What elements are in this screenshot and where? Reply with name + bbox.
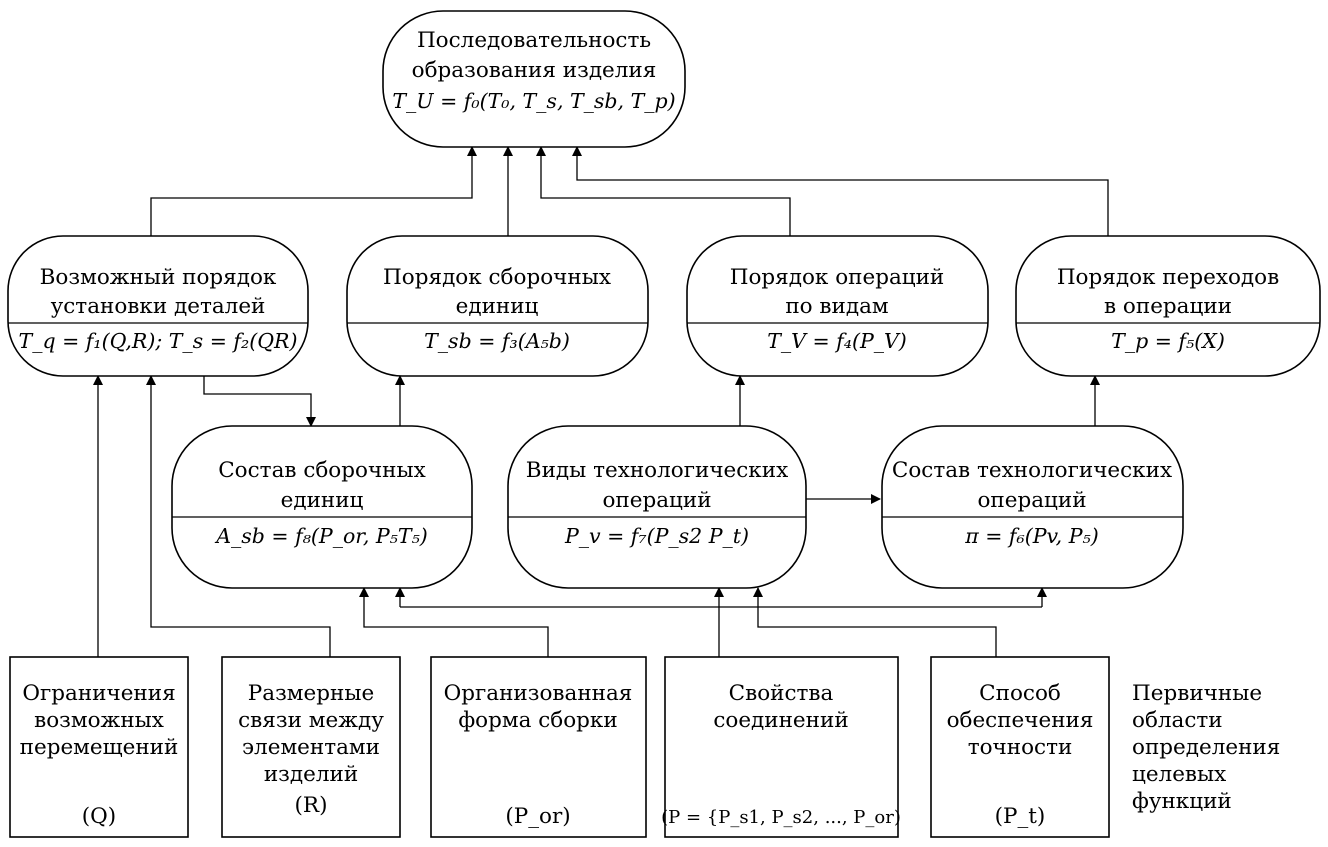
node-assembly-units-order-line-1: Порядок сборочных <box>383 265 611 290</box>
node-transitions-order: Порядок переходов в операции T_p = f₅(X) <box>1015 235 1321 377</box>
node-installation-order: Возможный порядок установки деталей T_q … <box>7 235 309 377</box>
input-accuracy-method: Способ обеспечения точности (P_t) <box>930 656 1110 838</box>
node-assembly-units-order-line-2: единиц <box>456 294 539 319</box>
input-dimensional-links-line-1: Размерные <box>248 681 374 706</box>
top-node-line-2: образования изделия <box>412 58 657 83</box>
node-operation-types-line-1: Виды технологических <box>526 458 788 483</box>
input-accuracy-method-line-3: точности <box>968 735 1073 760</box>
input-dimensional-links-line-4: изделий <box>264 762 358 787</box>
top-node-line-1: Последовательность <box>417 28 651 53</box>
top-node-formula: T_U = f₀(T₀, T_s, T_sb, T_p) <box>392 89 675 113</box>
node-operation-types-line-2: операций <box>602 488 711 513</box>
node-assembly-units-composition-line-1: Состав сборочных <box>218 458 426 483</box>
connector-operations-order-to-top <box>536 146 791 236</box>
input-assembly-form-symbol: (P_or) <box>505 804 570 829</box>
node-transitions-order-line-1: Порядок переходов <box>1057 265 1279 290</box>
input-assembly-form: Организованная форма сборки (P_or) <box>430 656 647 838</box>
connector-installation-to-top <box>150 146 477 236</box>
input-assembly-form-line-1: Организованная <box>444 681 633 706</box>
input-accuracy-method-line-2: обеспечения <box>947 708 1094 733</box>
side-label: Первичные области определения целевых фу… <box>1132 681 1280 814</box>
input-restrictions: Ограничения возможных перемещений (Q) <box>9 656 189 838</box>
node-transitions-order-line-2: в операции <box>1104 294 1232 319</box>
node-operations-order: Порядок операций по видам T_V = f₄(P_V) <box>686 235 989 377</box>
side-label-line-4: целевых <box>1132 762 1226 787</box>
node-operation-types: Виды технологических операций P_v = f₇(P… <box>507 425 807 589</box>
input-dimensional-links-symbol: (R) <box>295 793 328 818</box>
node-operations-composition-line-2: операций <box>977 488 1086 513</box>
node-operation-types-formula: P_v = f₇(P_s2 P_t) <box>564 524 749 548</box>
connector-dimensional-links-to-installation <box>146 375 331 657</box>
input-restrictions-symbol: (Q) <box>82 804 116 829</box>
node-assembly-units-order: Порядок сборочных единиц T_sb = f₃(A₅b) <box>346 235 649 377</box>
input-accuracy-method-symbol: (P_t) <box>995 804 1046 829</box>
input-restrictions-line-3: перемещений <box>20 735 179 760</box>
node-assembly-units-composition-formula: A_sb = f₈(P_or, P₅T₅) <box>214 524 428 548</box>
node-operations-composition-line-1: Состав технологических <box>892 458 1172 483</box>
node-operations-order-formula: T_V = f₄(P_V) <box>767 329 907 353</box>
connector-transitions-order-to-top <box>572 146 1109 236</box>
node-installation-order-line-1: Возможный порядок <box>40 265 277 290</box>
node-operations-order-line-1: Порядок операций <box>730 265 945 290</box>
node-assembly-units-composition-line-2: единиц <box>281 488 364 513</box>
input-dimensional-links-line-2: связи между <box>238 708 384 733</box>
input-restrictions-line-2: возможных <box>34 708 164 733</box>
node-transitions-order-formula: T_p = f₅(X) <box>1111 329 1225 353</box>
node-assembly-units-composition: Состав сборочных единиц A_sb = f₈(P_or, … <box>171 425 473 589</box>
node-installation-order-line-2: установки деталей <box>51 294 266 319</box>
input-dimensional-links: Размерные связи между элементами изделий… <box>221 656 401 838</box>
node-operations-composition-formula: π = f₆(Pv, P₅) <box>964 524 1098 548</box>
input-dimensional-links-line-3: элементами <box>242 735 380 760</box>
connector-installation-to-assembly-composition <box>203 376 316 427</box>
side-label-line-5: функций <box>1132 789 1232 814</box>
input-assembly-form-line-2: форма сборки <box>458 708 617 733</box>
input-joint-properties-line-2: соединений <box>713 708 848 733</box>
side-label-line-2: области <box>1132 708 1223 733</box>
connectors <box>93 146 1109 657</box>
connector-accuracy-to-operation-types <box>753 587 997 657</box>
node-installation-order-formula: T_q = f₁(Q,R); T_s = f₂(QR) <box>19 329 298 353</box>
top-node: Последовательность образования изделия T… <box>382 10 686 148</box>
connector-assembly-form-to-composition <box>359 587 549 657</box>
input-joint-properties-symbol: (P = {P_s1, P_s2, ..., P_or) <box>661 807 901 828</box>
side-label-line-1: Первичные <box>1132 681 1262 706</box>
side-label-line-3: определения <box>1132 735 1280 760</box>
input-restrictions-line-1: Ограничения <box>22 681 175 706</box>
node-assembly-units-order-formula: T_sb = f₃(A₅b) <box>424 329 570 353</box>
input-joint-properties: Свойства соединений (P = {P_s1, P_s2, ..… <box>661 656 901 838</box>
node-operations-composition: Состав технологических операций π = f₆(P… <box>881 425 1184 589</box>
input-accuracy-method-line-1: Способ <box>979 681 1061 706</box>
input-joint-properties-line-1: Свойства <box>729 681 834 706</box>
node-operations-order-line-2: по видам <box>785 294 888 319</box>
